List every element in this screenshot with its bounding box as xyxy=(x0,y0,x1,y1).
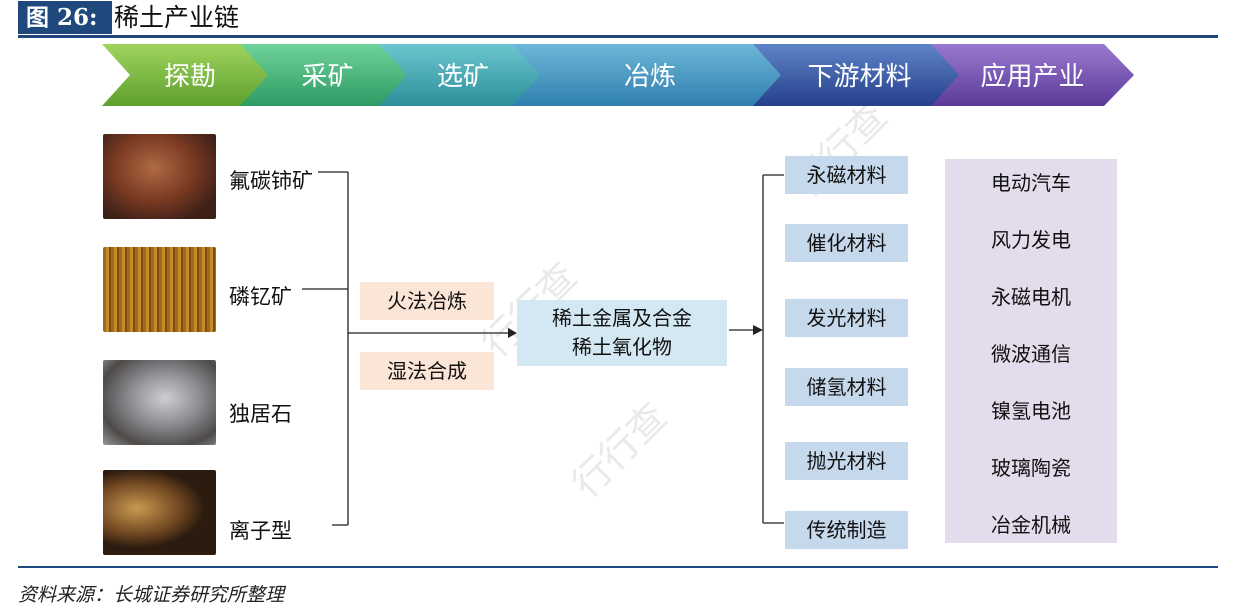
stage-arrow xyxy=(102,44,276,106)
process-fire-smelting: 火法冶炼 xyxy=(360,282,494,320)
figure-number: 图 26: xyxy=(18,1,112,34)
stage-arrow xyxy=(379,44,548,106)
application-item: 风力发电 xyxy=(991,228,1071,252)
stage-chevron-bar xyxy=(102,44,1134,106)
figure-title: 稀土产业链 xyxy=(114,3,240,32)
material-item: 催化材料 xyxy=(785,224,908,262)
stage-label: 下游材料 xyxy=(807,61,912,92)
application-item: 永磁电机 xyxy=(991,285,1071,309)
product-line: 稀土氧化物 xyxy=(572,335,672,359)
stage-label: 冶炼 xyxy=(623,61,676,92)
material-item: 储氢材料 xyxy=(785,368,908,406)
ore-label: 离子型 xyxy=(229,519,292,543)
process-wet-synthesis: 湿法合成 xyxy=(360,352,494,390)
material-item: 永磁材料 xyxy=(785,156,908,194)
stage-label: 应用产业 xyxy=(980,61,1085,92)
bastnaesite-ore-image xyxy=(103,134,216,219)
application-item: 镍氢电池 xyxy=(991,399,1071,423)
stage-label: 选矿 xyxy=(436,61,489,92)
header-rule xyxy=(18,35,1218,38)
ion-adsorption-clay-image xyxy=(103,470,216,555)
application-item: 玻璃陶瓷 xyxy=(991,456,1071,480)
source-note: 资料来源：长城证券研究所整理 xyxy=(18,584,285,606)
monazite-ore-image xyxy=(103,360,216,445)
stage-label: 采矿 xyxy=(301,61,354,92)
ore-label: 独居石 xyxy=(229,402,292,426)
application-item: 电动汽车 xyxy=(991,171,1071,195)
stage-label: 探勘 xyxy=(163,61,216,92)
stage-arrow xyxy=(753,44,967,106)
rare-earth-products-box: 稀土金属及合金 稀土氧化物 xyxy=(517,300,727,366)
ore-label: 磷钇矿 xyxy=(229,285,292,309)
product-line: 稀土金属及合金 xyxy=(552,306,692,330)
stage-arrow xyxy=(931,44,1134,106)
stage-arrow xyxy=(240,44,415,106)
applications-panel xyxy=(945,159,1117,543)
footer-rule xyxy=(18,566,1218,568)
ore-label: 氟碳铈矿 xyxy=(229,169,313,193)
material-item: 发光材料 xyxy=(785,299,908,337)
application-item: 微波通信 xyxy=(991,342,1071,366)
material-item: 抛光材料 xyxy=(785,442,908,480)
xenotime-ore-image xyxy=(103,247,216,332)
application-item: 冶金机械 xyxy=(991,513,1071,537)
stage-arrow xyxy=(512,44,789,106)
material-item: 传统制造 xyxy=(785,511,908,549)
